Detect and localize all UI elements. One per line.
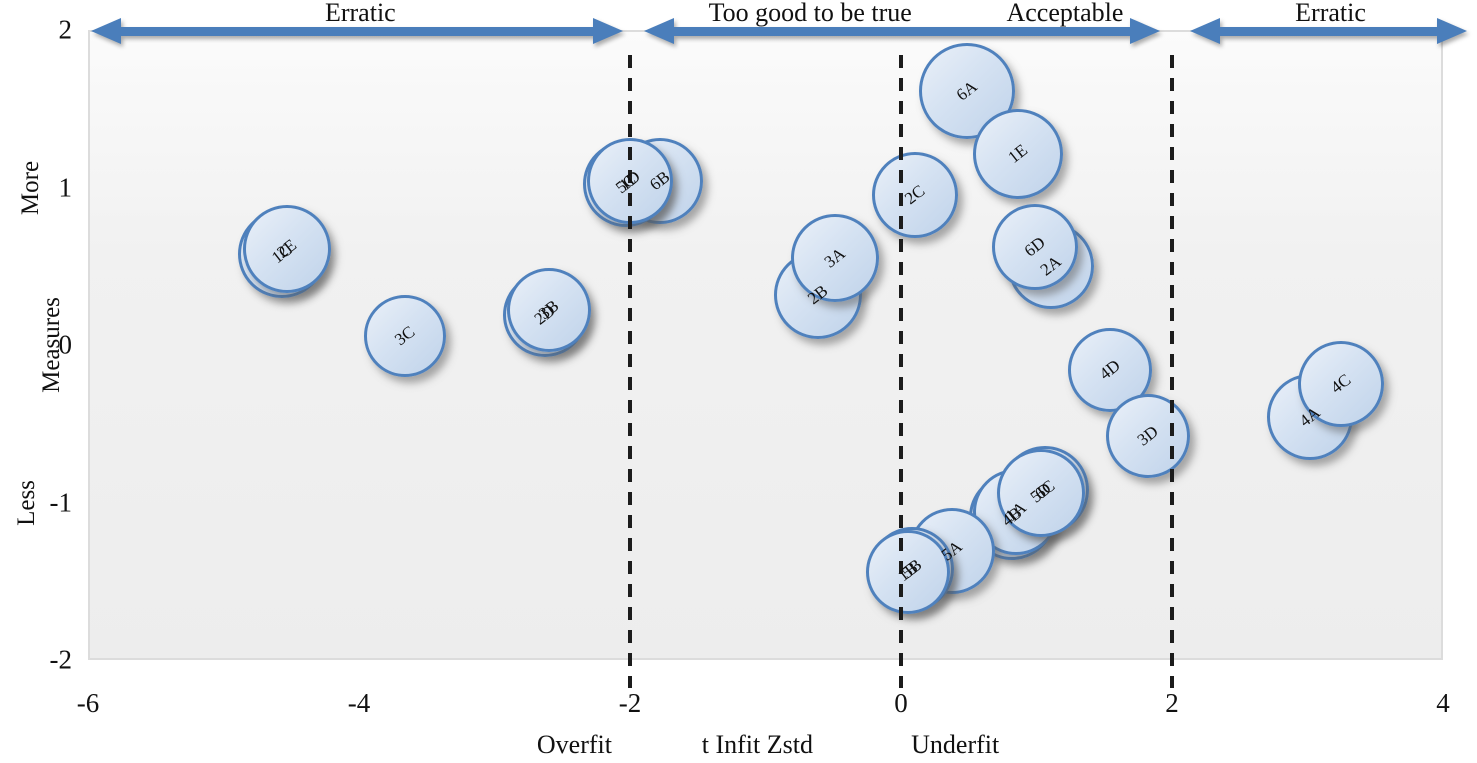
y-tick-label--2: -2 xyxy=(49,644,73,675)
arrow-bar xyxy=(1219,26,1438,36)
zone-label-2-0: Erratic xyxy=(1295,0,1366,27)
x-tick-label--4: -4 xyxy=(347,688,371,718)
x-axis-title-part-2: Underfit xyxy=(911,730,1000,759)
arrow-right-head-icon xyxy=(593,18,624,44)
x-axis-title-part-1: t Infit Zstd xyxy=(701,730,813,759)
bubble-3c xyxy=(364,294,447,377)
bubble-2c xyxy=(871,152,958,239)
arrow-left-head-icon xyxy=(1189,18,1220,44)
zone-label-0-0: Erratic xyxy=(324,0,396,27)
arrow-bar xyxy=(120,26,594,36)
y-tick-label-0: 0 xyxy=(58,329,73,360)
arrow-bar xyxy=(673,26,1130,36)
y-tick-label--1: -1 xyxy=(49,487,73,517)
y-axis-group-label-measures: Measures xyxy=(37,297,65,393)
bubble-5d xyxy=(996,449,1085,538)
bubble-4c xyxy=(1298,341,1385,428)
zone-arrow-2 xyxy=(1189,16,1468,46)
threshold-line-x0 xyxy=(899,55,903,688)
y-tick-label-1: 1 xyxy=(58,172,73,202)
y-tick-label-2: 2 xyxy=(58,14,73,45)
x-tick-label--6: -6 xyxy=(76,688,100,718)
zone-label-1-0: Too good to be true xyxy=(708,0,912,27)
y-axis-group-label-less: Less xyxy=(12,479,40,526)
arrow-left-head-icon xyxy=(90,18,121,44)
bubble-3b xyxy=(506,268,591,353)
x-tick-label-4: 4 xyxy=(1436,688,1450,718)
x-tick-label-2: 2 xyxy=(1165,688,1179,718)
x-axis-title-part-0: Overfit xyxy=(536,730,612,759)
plot-area xyxy=(88,30,1443,660)
x-tick-label--2: -2 xyxy=(618,688,642,718)
zone-arrow-1 xyxy=(643,16,1160,46)
zone-arrow-0 xyxy=(90,16,624,46)
bubble-3d xyxy=(1105,394,1190,479)
bubble-1b xyxy=(865,529,950,614)
threshold-line-x-2 xyxy=(628,55,632,688)
bubble-6d xyxy=(992,204,1079,291)
arrow-left-head-icon xyxy=(643,18,674,44)
arrow-right-head-icon xyxy=(1437,18,1468,44)
x-tick-label-0: 0 xyxy=(894,688,908,718)
bubble-2e xyxy=(243,204,332,293)
y-axis-group-label-more: More xyxy=(17,160,45,215)
bubble-4d xyxy=(1067,328,1152,413)
arrow-right-head-icon xyxy=(1129,18,1160,44)
threshold-line-x2 xyxy=(1170,55,1174,688)
bubble-1e xyxy=(972,109,1063,200)
zone-label-1-1: Acceptable xyxy=(1006,0,1124,27)
bubble-3a xyxy=(790,214,879,303)
